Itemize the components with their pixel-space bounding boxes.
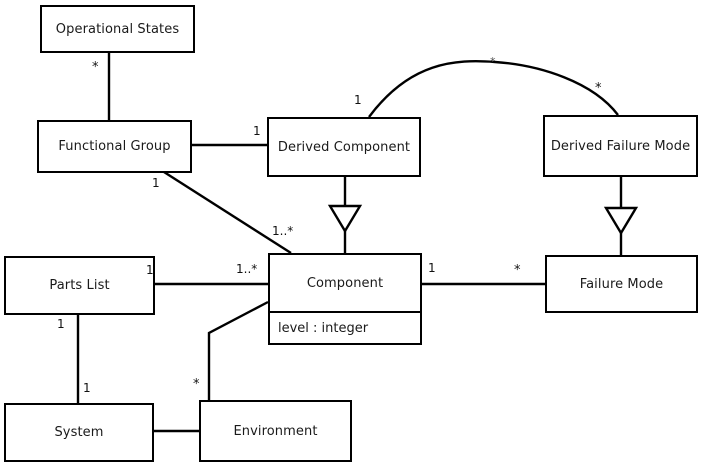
class-box-derived-component[interactable]: Derived Component — [267, 117, 421, 177]
multiplicity-arc-derivedcomponent: 1 — [354, 93, 362, 107]
class-name-parts-list: Parts List — [49, 278, 110, 293]
multiplicity-functionalgroup-component-near: 1 — [152, 176, 160, 190]
class-box-functional-group[interactable]: Functional Group — [37, 120, 192, 173]
class-attribute-component-level: level : integer — [270, 311, 420, 343]
class-box-failure-mode[interactable]: Failure Mode — [545, 255, 698, 313]
multiplicity-component-failuremode: 1 — [428, 261, 436, 275]
link-component-environment — [207, 300, 269, 400]
generalization-arrowhead-failuremode — [603, 206, 639, 236]
multiplicity-arc-derivedfailuremode: * — [595, 81, 602, 96]
link-derivedcomponent-derivedfailuremode — [368, 60, 619, 118]
class-box-operational-states[interactable]: Operational States — [40, 5, 195, 53]
multiplicity-partslist-system-top: 1 — [57, 317, 65, 331]
multiplicity-arc-apex: * — [490, 55, 496, 68]
class-name-environment: Environment — [233, 423, 318, 439]
multiplicity-environment-component: * — [193, 377, 200, 392]
class-name-system: System — [54, 425, 104, 440]
class-box-component[interactable]: Component level : integer — [268, 253, 422, 345]
multiplicity-functionalgroup-component-far: 1..* — [272, 224, 294, 238]
class-name-failure-mode: Failure Mode — [579, 276, 664, 292]
multiplicity-partslist-system-bottom: 1 — [83, 381, 91, 395]
generalization-arrowhead-component — [327, 204, 363, 234]
class-name-derived-failure-mode: Derived Failure Mode — [550, 138, 691, 154]
class-name-derived-component: Derived Component — [277, 139, 411, 155]
multiplicity-functionalgroup-derivedcomponent: 1 — [253, 124, 261, 138]
link-functionalgroup-component — [163, 170, 292, 255]
class-box-derived-failure-mode[interactable]: Derived Failure Mode — [543, 115, 698, 177]
multiplicity-partslist-component: 1..* — [236, 262, 258, 276]
class-box-system[interactable]: System — [4, 403, 154, 462]
multiplicity-opstates-functionalgroup: * — [92, 60, 99, 75]
class-box-environment[interactable]: Environment — [199, 400, 352, 462]
class-name-component: Component — [306, 275, 384, 291]
class-box-parts-list[interactable]: Parts List — [4, 256, 155, 315]
class-name-functional-group: Functional Group — [58, 139, 171, 154]
multiplicity-partslist-near: 1 — [146, 263, 154, 277]
multiplicity-failuremode-near: * — [514, 263, 521, 278]
class-name-operational-states: Operational States — [55, 21, 180, 37]
